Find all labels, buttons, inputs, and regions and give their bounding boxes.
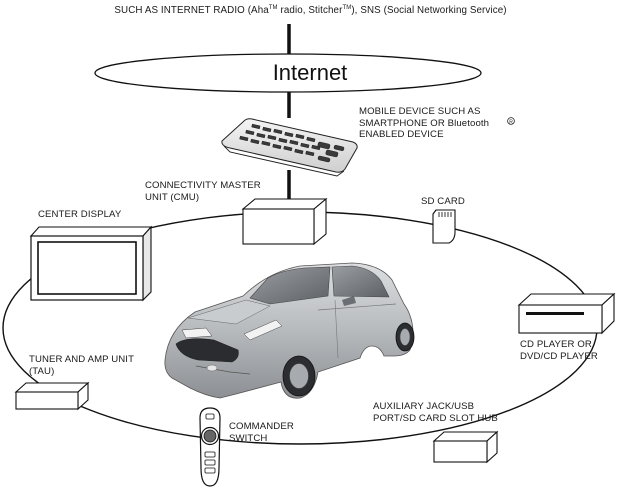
top-note-tm2: TM — [342, 5, 352, 11]
center-display-label-line1: CENTER DISPLAY — [38, 209, 122, 220]
cmu-label: CONNECTIVITY MASTER UNIT (CMU) — [145, 180, 261, 203]
sd-card-label-line1: SD CARD — [421, 196, 465, 207]
top-note-prefix: SUCH AS INTERNET RADIO (Aha — [114, 5, 269, 16]
top-note: SUCH AS INTERNET RADIO (AhaTM radio, Sti… — [0, 5, 621, 17]
registered-mark-icon: R — [507, 117, 515, 125]
commander-label-line1: COMMANDER — [229, 421, 294, 432]
car-image — [164, 262, 415, 399]
internet-ellipse — [94, 53, 482, 93]
tau-label: TUNER AND AMP UNIT (TAU) — [29, 354, 134, 377]
aux-hub-label-line2: PORT/SD CARD SLOT HUB — [373, 412, 498, 424]
center-display-label: CENTER DISPLAY — [38, 209, 121, 221]
tau-box-icon — [14, 381, 90, 411]
tau-label-line1: TUNER AND AMP UNIT — [29, 354, 135, 365]
tau-label-line2: (TAU) — [29, 365, 55, 377]
commander-label-line2: SWITCH — [229, 432, 268, 444]
top-note-tm1: TM — [268, 5, 278, 11]
aux-hub-label: AUXILIARY JACK/USB PORT/SD CARD SLOT HUB — [373, 401, 498, 424]
mobile-device-label-line3: ENABLED DEVICE — [359, 129, 444, 140]
mobile-device-icon — [221, 118, 358, 177]
aux-hub-label-line1: AUXILIARY JACK/USB — [373, 401, 475, 412]
cd-player-label-line1: CD PLAYER OR — [520, 339, 592, 350]
sd-card-icon — [432, 209, 456, 244]
cmu-label-line2: UNIT (CMU) — [145, 191, 200, 203]
mobile-device-label-line1: MOBILE DEVICE SUCH AS — [359, 106, 481, 117]
cmu-box-icon — [241, 197, 328, 246]
center-display-icon — [29, 225, 153, 302]
cd-player-label-line2: DVD/CD PLAYER — [520, 350, 598, 362]
commander-switch-icon — [199, 407, 221, 487]
cmu-label-line1: CONNECTIVITY MASTER — [145, 180, 261, 191]
sd-card-label: SD CARD — [421, 196, 465, 208]
top-note-suffix: ), SNS (Social Networking Service) — [351, 5, 507, 16]
mobile-device-label-line2: SMARTPHONE OR Bluetooth — [359, 117, 490, 129]
cd-player-label: CD PLAYER OR DVD/CD PLAYER — [520, 339, 598, 362]
mobile-device-label: MOBILE DEVICE SUCH AS SMARTPHONE OR Blue… — [359, 106, 489, 141]
aux-hub-icon — [432, 430, 499, 464]
top-note-mid: radio, Stitcher — [277, 5, 343, 16]
internet-label: Internet — [272, 60, 348, 85]
cd-player-icon — [517, 292, 616, 335]
commander-label: COMMANDER SWITCH — [229, 421, 294, 444]
svg-text:R: R — [509, 119, 513, 125]
